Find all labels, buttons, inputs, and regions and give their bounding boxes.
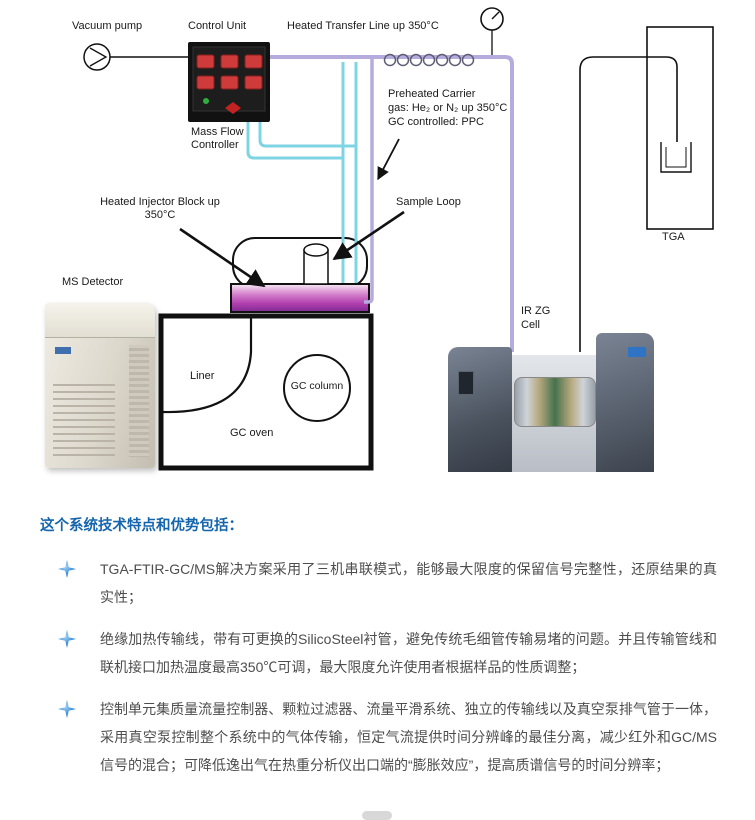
liner-label: Liner (190, 370, 215, 382)
ir-cell-label: IR ZG Cell (521, 305, 551, 331)
heated-transfer-line-label: Heated Transfer Line up 350°C (287, 20, 439, 32)
section-title: 这个系统技术特点和优势包括： (40, 518, 243, 534)
ms-detector-label: MS Detector (62, 276, 124, 288)
ms-detector-badge (55, 347, 71, 354)
schematic-drawing (83, 7, 714, 471)
tga-schematic (579, 26, 714, 352)
page-scroll-nub (362, 811, 392, 820)
star-bullet-icon (58, 700, 76, 718)
liner-path (162, 318, 253, 414)
injector-arrow (179, 227, 266, 288)
vacuum-pump-label: Vacuum pump (72, 20, 143, 32)
carrier-gas-arrow (377, 138, 400, 181)
gc-oven-label: GC oven (230, 427, 274, 439)
preheated-carrier-label: Preheated Carrier gas: He₂ or N₂ up 350°… (388, 87, 507, 129)
ftir-display-icon (458, 371, 474, 395)
gc-column-label: GC column (290, 380, 344, 392)
ftir-brand-badge (628, 347, 646, 357)
pressure-gauge-icon (480, 7, 504, 57)
gc-oven-schematic (158, 313, 374, 471)
tga-crucible-icon (660, 142, 692, 173)
status-led (203, 98, 209, 104)
heated-injector-block (230, 283, 370, 313)
preheated-carrier-line (364, 57, 374, 304)
vacuum-pump-icon (83, 43, 111, 71)
heated-transfer-line-path (268, 55, 514, 352)
preheated-carrier-line2: gas: He₂ or N₂ up 350°C (388, 102, 508, 114)
ftir-sample-compartment (512, 355, 596, 472)
injector-dome (232, 237, 368, 289)
ftir-left-module (448, 347, 512, 472)
sample-loop-label: Sample Loop (396, 196, 461, 208)
gc-column-icon (283, 354, 351, 422)
heated-injector-block-label: Heated Injector Block up 350°C (100, 196, 220, 221)
ms-detector-vents (53, 384, 115, 456)
ftir-spectrometer-photo (448, 333, 654, 472)
preheated-carrier-line1: Preheated Carrier (388, 88, 476, 100)
bullet-text: 绝缘加热传输线，带有可更换的SilicoSteel衬管，避免传统毛细管传输易堵的… (100, 631, 717, 675)
bullet-text: 控制单元集质量流量控制器、颗粒过滤器、流量平滑系统、独立的传输线以及真空泵排气管… (100, 701, 717, 773)
preheated-carrier-line3: GC controlled: PPC (388, 116, 484, 128)
list-item: 绝缘加热传输线，带有可更换的SilicoSteel衬管，避免传统毛细管传输易堵的… (58, 625, 717, 681)
ms-detector-photo (45, 303, 155, 468)
tga-label: TGA (662, 231, 685, 243)
ir-gas-cell-icon (514, 377, 596, 427)
system-schematic: Vacuum pump Control Unit Heated Transfer… (45, 7, 714, 472)
features-section: 这个系统技术特点和优势包括： TGA-FTIR-GC/MS解决方案采用了三机串联… (0, 500, 755, 793)
ftir-right-module (596, 333, 654, 472)
star-bullet-icon (58, 630, 76, 648)
bullet-text: TGA-FTIR-GC/MS解决方案采用了三机串联模式，能够最大限度的保留信号完… (100, 561, 717, 605)
list-item: 控制单元集质量流量控制器、颗粒过滤器、流量平滑系统、独立的传输线以及真空泵排气管… (58, 695, 717, 779)
heater-coil-icon (383, 53, 475, 67)
sample-loop-icon (303, 243, 329, 285)
ms-detector-top-panel (45, 303, 155, 338)
brand-logo-icon (225, 102, 241, 114)
mass-flow-controller-label: Mass Flow Controller (191, 126, 244, 151)
list-item: TGA-FTIR-GC/MS解决方案采用了三机串联模式，能够最大限度的保留信号完… (58, 555, 717, 611)
sample-loop-arrow (332, 210, 405, 261)
control-unit-device (188, 42, 270, 122)
control-unit-buttons (196, 54, 263, 90)
star-bullet-icon (58, 560, 76, 578)
ms-detector-side-panel (129, 345, 149, 457)
control-unit-label: Control Unit (188, 20, 247, 32)
